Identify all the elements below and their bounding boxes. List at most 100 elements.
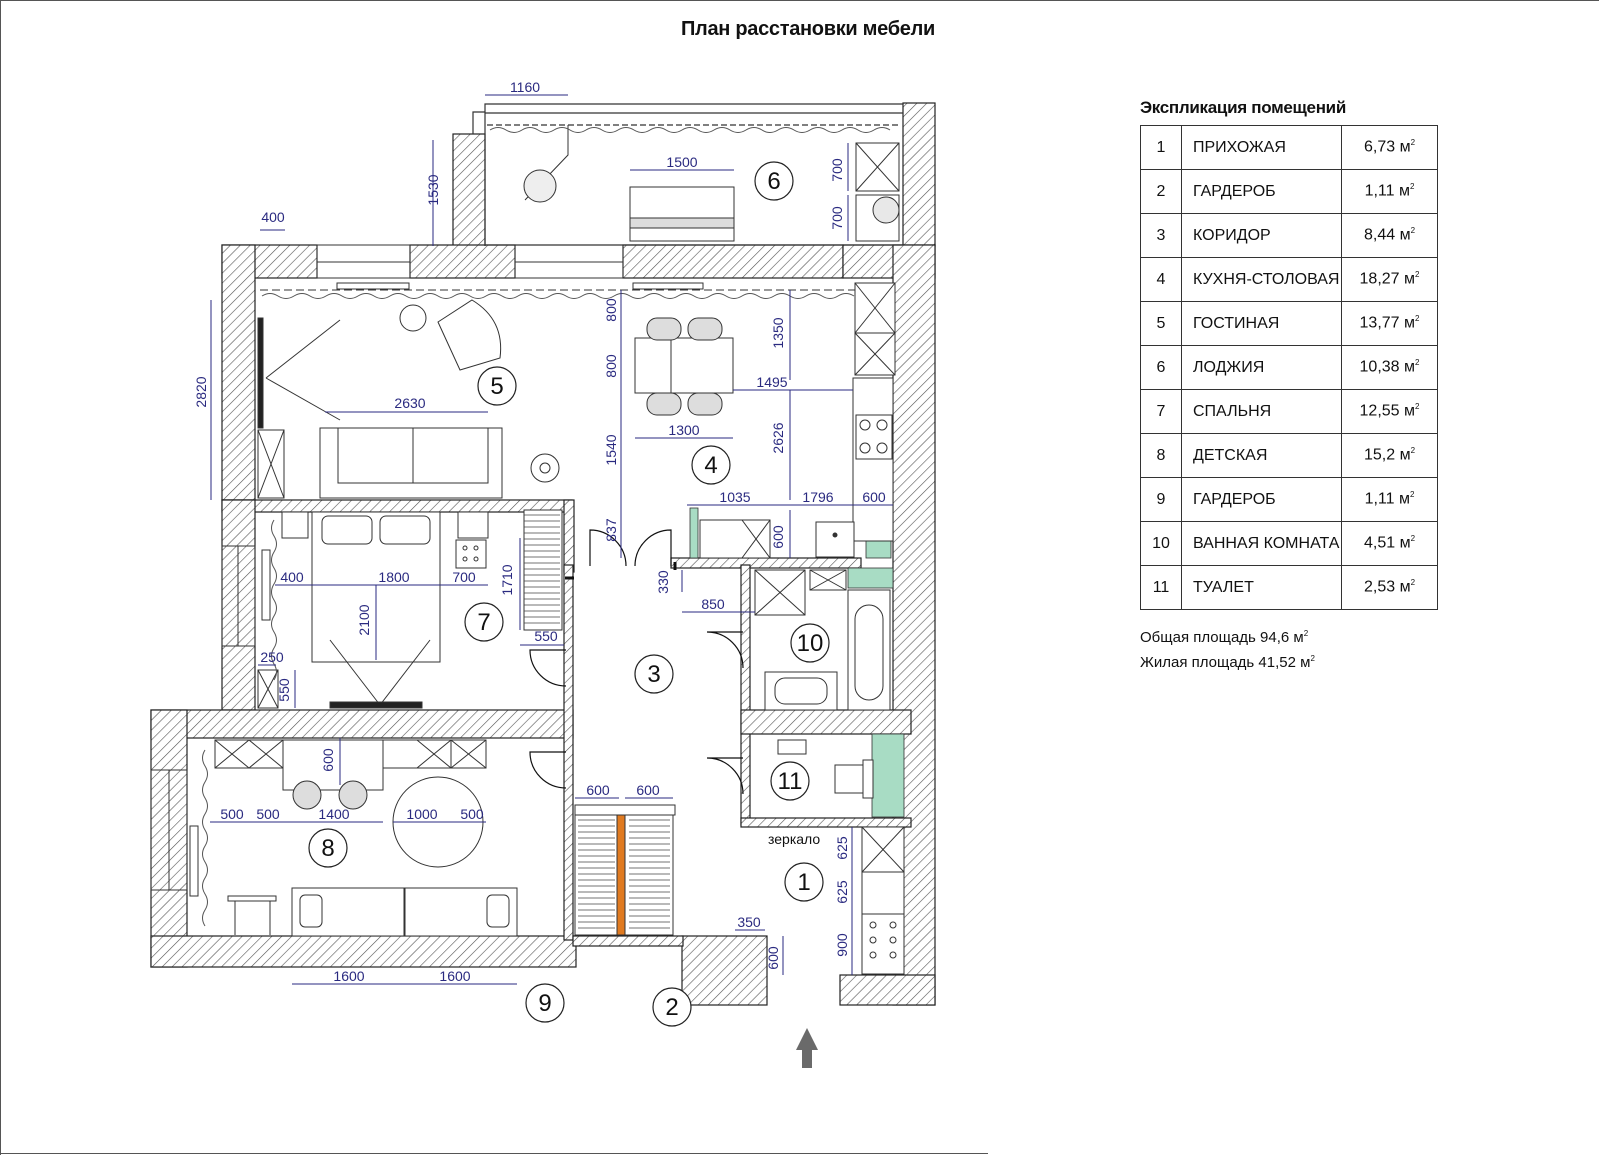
- dimension-label: 2630: [394, 395, 425, 411]
- room-number-marker: 5: [477, 366, 517, 406]
- legend-room-name: КОРИДОР: [1181, 213, 1342, 258]
- floor-plan: 1160 1530 1 500 700 700 400 2820 800 800 1350 2630 1…: [150, 79, 936, 1068]
- dimension-label: 500: [460, 806, 484, 822]
- wall: [670, 557, 862, 569]
- legend-room-name: ДЕТСКАЯ: [1181, 433, 1342, 478]
- hallway-shoe-rack: [861, 913, 905, 975]
- room-number-marker: 3: [634, 654, 674, 694]
- wardrobe-2: [624, 814, 674, 936]
- legend-room-name: ГОСТИНАЯ: [1181, 301, 1342, 346]
- legend-room-area: 8,44 м2: [1341, 213, 1438, 258]
- dimension-label: 625: [834, 880, 850, 904]
- dimension-label: 2100: [356, 604, 372, 635]
- room-number: 10: [797, 630, 824, 657]
- area-totals: Общая площадь 94,6 м2 Жилая площадь 41,5…: [1140, 623, 1438, 673]
- legend-room-number: 8: [1140, 433, 1182, 478]
- dimension-label: 550: [534, 628, 558, 644]
- dimension-label: 800: [603, 298, 619, 322]
- living-side-table: [399, 304, 427, 332]
- curtains: [202, 127, 891, 927]
- dimension-label: 1400: [318, 806, 349, 822]
- dimension-label: 1350: [770, 317, 786, 348]
- bedroom-tv: [329, 701, 423, 709]
- room-number: 3: [647, 661, 660, 688]
- wall: [681, 935, 768, 1006]
- legend-room-area: 10,38 м2: [1341, 345, 1438, 390]
- bed-nightstand-left: [281, 511, 309, 539]
- dimension-label: 400: [261, 209, 285, 225]
- page-bottom-rule: [0, 1153, 988, 1154]
- dimension-labels: 1160 1530 1 500 700 700 400 2820 800 800 1350 2630 1…: [193, 79, 886, 984]
- wc-washbasin: [777, 739, 807, 755]
- dimension-label: 330: [655, 570, 671, 594]
- legend-room-area: 1,11 м2: [1341, 477, 1438, 522]
- dimension-label: 700: [829, 206, 845, 230]
- dimension-label: 1600: [333, 968, 364, 984]
- dimension-label: 1710: [499, 564, 515, 595]
- dimension-label: 1540: [603, 434, 619, 465]
- dimension-label: 600: [586, 782, 610, 798]
- legend-room-name: ТУАЛЕТ: [1181, 565, 1342, 610]
- dimension-label: 1800: [378, 569, 409, 585]
- dimension-label: 837: [603, 518, 619, 542]
- living-armchair: [437, 299, 502, 371]
- legend-room-number: 5: [1140, 301, 1182, 346]
- legend-room-area: 4,51 м2: [1341, 521, 1438, 566]
- room-number: 7: [477, 609, 490, 636]
- legend-room-area: 1,11 м2: [1341, 169, 1438, 214]
- wall: [622, 244, 844, 279]
- dimension-label: 1160: [510, 79, 540, 95]
- kitchen-fridge-cabinet: [699, 519, 771, 559]
- room-number: 1: [797, 869, 810, 896]
- dimension-label: 250: [260, 649, 284, 665]
- legend-room-name: ГАРДЕРОБ: [1181, 169, 1342, 214]
- wall: [221, 244, 256, 501]
- dimension-label: 800: [603, 354, 619, 378]
- legend-room-number: 2: [1140, 169, 1182, 214]
- dining-table: [634, 337, 734, 394]
- radiators: [189, 282, 704, 897]
- legend-room-number: 1: [1140, 125, 1182, 170]
- room-number-marker: 10: [790, 623, 830, 663]
- dimension-label: 2820: [193, 376, 209, 407]
- legend-room-number: 10: [1140, 521, 1182, 566]
- dimension-label: 600: [770, 525, 786, 549]
- loggia-lamp: [872, 196, 900, 224]
- legend-room-area: 13,77 м2: [1341, 301, 1438, 346]
- room-number-marker: 6: [754, 161, 794, 201]
- windows: [150, 244, 893, 891]
- room-number: 8: [321, 835, 334, 862]
- kitchen-sink: [815, 521, 855, 558]
- dimension-label: 1530: [425, 174, 441, 205]
- dimension-label: 1000: [406, 806, 437, 822]
- living-area: Жилая площадь 41,52 м2: [1140, 654, 1315, 671]
- dimension-label: 900: [834, 933, 850, 957]
- living-tv-panel: [257, 317, 264, 429]
- dimension-label: 700: [452, 569, 476, 585]
- legend-room-number: 3: [1140, 213, 1182, 258]
- room-number-marker: 1: [784, 862, 824, 902]
- dimension-label: 600: [862, 489, 886, 505]
- bed-nightstand-right: [457, 511, 489, 539]
- bedroom-wardrobe: [523, 509, 563, 631]
- wall: [572, 935, 684, 947]
- room-number-marker: 4: [691, 445, 731, 485]
- legend-room-name: ЛОДЖИЯ: [1181, 345, 1342, 390]
- room-number-marker: 11: [770, 761, 810, 801]
- wall: [740, 817, 912, 828]
- legend-room-area: 2,53 м2: [1341, 565, 1438, 610]
- legend-room-area: 15,2 м2: [1341, 433, 1438, 478]
- dimension-label: 600: [765, 946, 781, 970]
- wardrobe-9: [574, 814, 620, 936]
- legend-room-number: 7: [1140, 389, 1182, 434]
- total-area: Общая площадь 94,6 м2: [1140, 629, 1309, 646]
- room-number: 6: [767, 168, 780, 195]
- wall: [902, 102, 936, 247]
- wall: [150, 709, 574, 739]
